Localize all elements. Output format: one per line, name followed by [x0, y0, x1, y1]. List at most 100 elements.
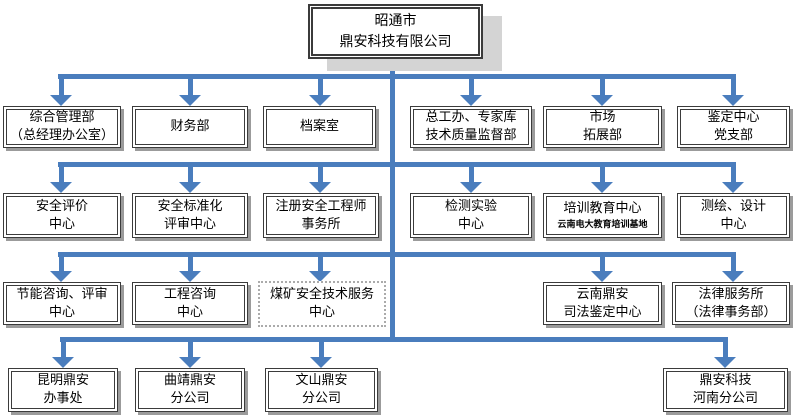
arrow-stem	[187, 257, 193, 271]
org-node-label: 中心	[48, 216, 75, 232]
down-arrow-icon	[714, 357, 736, 368]
down-arrow-icon	[50, 271, 72, 282]
connector-arrow-down	[310, 342, 332, 368]
org-node-label: 中心	[720, 216, 747, 232]
org-node-label: 分公司	[301, 391, 341, 406]
org-node-label: 检测实验	[444, 198, 497, 214]
connector-arrow-down	[50, 79, 72, 106]
down-arrow-icon	[179, 182, 201, 193]
arrow-stem	[187, 79, 193, 95]
org-node-label: 文山鼎安	[295, 373, 348, 388]
down-arrow-icon	[50, 182, 72, 193]
org-node-label: 档案室	[299, 119, 339, 134]
connector-arrow-down	[722, 257, 744, 282]
org-node: 云南鼎安 司法鉴定中心	[543, 282, 662, 325]
org-node-label: 鼎安科技	[699, 373, 752, 388]
org-node-label: 司法鉴定中心	[563, 304, 642, 320]
org-node: 曲靖鼎安 分公司	[135, 368, 245, 412]
connector-rail-3	[58, 252, 736, 257]
org-node-label: 中心	[457, 216, 484, 232]
down-arrow-icon	[722, 95, 744, 106]
org-node-label: 鼎安科技有限公司	[339, 33, 452, 50]
down-arrow-icon	[310, 357, 332, 368]
org-node-label: 中心	[308, 305, 335, 320]
org-node-label: 曲靖鼎安	[163, 373, 216, 388]
connector-arrow-down	[309, 167, 331, 193]
arrow-stem	[58, 257, 64, 271]
org-node-label: 党支部	[713, 128, 753, 143]
org-node-label: 昆明鼎安	[36, 373, 89, 388]
down-arrow-icon	[722, 271, 744, 282]
org-node-label: 注册安全工程师	[275, 198, 367, 214]
org-node-label: 办事处	[43, 391, 83, 406]
arrow-stem	[58, 167, 64, 182]
org-node-label: 评审中心	[163, 216, 216, 232]
org-node: 财务部	[132, 106, 248, 148]
org-node-label: （法律事务部）	[685, 304, 777, 320]
org-node-subtitle: 云南电大教育培训基地	[557, 220, 648, 230]
connector-arrow-down	[50, 257, 72, 282]
down-arrow-icon	[309, 182, 331, 193]
org-node: 检测实验 中心	[410, 193, 532, 238]
org-root-node: 昭通市 鼎安科技有限公司	[308, 4, 483, 59]
org-node-label: 测绘、设计	[700, 198, 766, 214]
connector-arrow-down	[50, 167, 72, 193]
arrow-stem	[730, 79, 736, 95]
arrow-stem	[58, 79, 64, 95]
org-node-label: 分公司	[170, 391, 210, 406]
arrow-stem	[599, 79, 605, 95]
connector-arrow-down	[591, 167, 613, 193]
connector-arrow-down	[52, 342, 74, 368]
down-arrow-icon	[52, 357, 74, 368]
org-node-label: （总经理办公室）	[9, 128, 114, 143]
org-node-label: 云南鼎安	[576, 286, 629, 302]
org-node-label: 鉴定中心	[707, 110, 760, 125]
arrow-stem	[722, 342, 728, 357]
org-node-label: 总工办、专家库	[425, 110, 517, 125]
org-node-label: 中心	[48, 304, 75, 320]
arrow-stem	[730, 257, 736, 271]
connector-arrow-down	[309, 257, 331, 282]
arrow-stem	[60, 342, 66, 357]
org-node-label: 财务部	[170, 119, 210, 134]
down-arrow-icon	[460, 95, 482, 106]
org-node-label: 安全标准化	[157, 198, 223, 214]
connector-arrow-down	[179, 257, 201, 282]
down-arrow-icon	[591, 182, 613, 193]
org-node-dotted: 煤矿安全技术服务 中心	[258, 281, 386, 327]
org-node: 总工办、专家库 技术质量监督部	[410, 106, 532, 148]
connector-rail-4	[60, 337, 728, 342]
arrow-stem	[187, 342, 193, 357]
connector-arrow-down	[591, 79, 613, 106]
org-node: 鉴定中心 党支部	[677, 106, 790, 148]
arrow-stem	[468, 167, 474, 182]
org-node-label: 煤矿安全技术服务	[269, 287, 374, 302]
org-node-label: 中心	[176, 304, 203, 320]
org-node-label: 河南分公司	[692, 391, 758, 406]
down-arrow-icon	[179, 95, 201, 106]
org-node: 鼎安科技 河南分公司	[663, 368, 788, 412]
org-node: 昆明鼎安 办事处	[8, 368, 118, 412]
org-node-label: 节能咨询、评审	[16, 286, 108, 302]
down-arrow-icon	[460, 182, 482, 193]
org-node-label: 安全评价	[35, 198, 88, 214]
down-arrow-icon	[309, 95, 331, 106]
down-arrow-icon	[309, 271, 331, 282]
org-node-label: 综合管理部	[29, 110, 95, 125]
org-node-label: 法律服务所	[698, 286, 764, 302]
org-node: 文山鼎安 分公司	[265, 368, 378, 412]
connector-arrow-down	[460, 79, 482, 106]
arrow-stem	[317, 167, 323, 182]
org-node-label: 工程咨询	[163, 286, 216, 302]
down-arrow-icon	[591, 271, 613, 282]
connector-arrow-down	[309, 79, 331, 106]
org-node-label: 昭通市	[374, 12, 417, 29]
org-node: 测绘、设计 中心	[677, 193, 790, 238]
org-node-label: 培训教育中心	[563, 201, 642, 216]
org-node: 节能咨询、评审 中心	[3, 282, 121, 325]
org-node: 注册安全工程师 事务所	[263, 193, 379, 238]
arrow-stem	[318, 342, 324, 357]
connector-arrow-down	[179, 167, 201, 193]
arrow-stem	[730, 167, 736, 182]
